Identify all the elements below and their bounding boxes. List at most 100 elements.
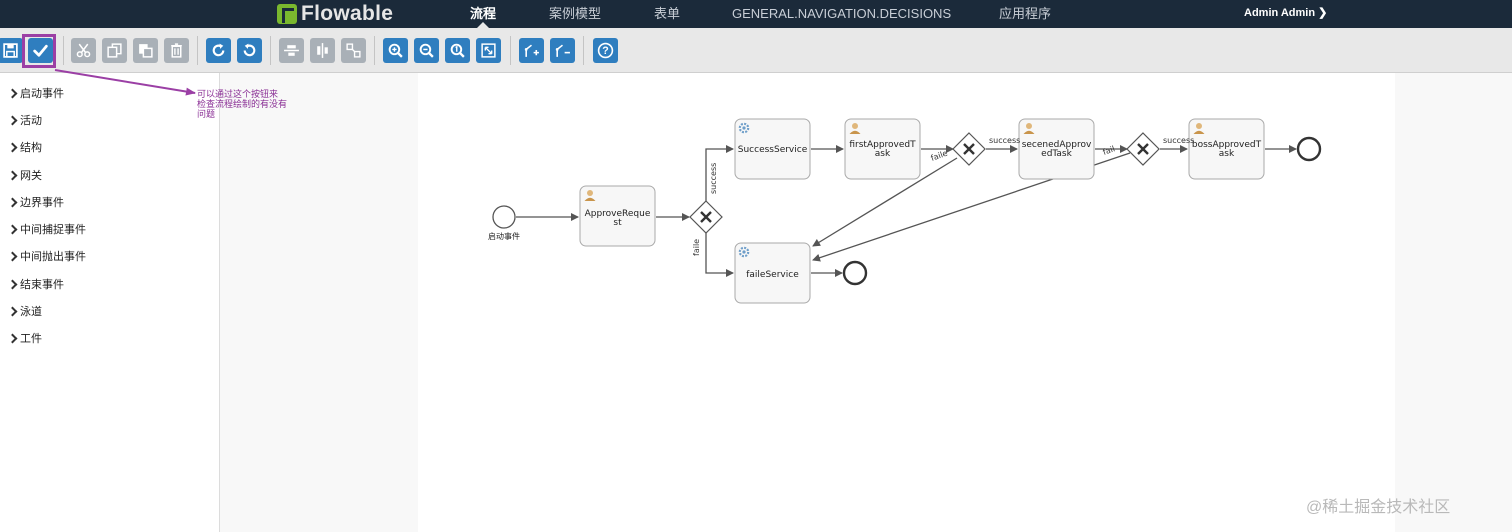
redo-icon (212, 43, 225, 57)
toolbar-separator (583, 36, 584, 65)
bend-point-remove-icon (555, 44, 570, 57)
task-label: ask (875, 149, 891, 159)
editor-toolbar: ? (0, 28, 1512, 73)
bend-point-remove-button[interactable] (550, 38, 575, 63)
palette-group-artifacts[interactable]: 工件 (7, 330, 42, 346)
task-label: secenedApprov (1022, 140, 1092, 150)
annotation-arrow (54, 69, 196, 96)
task-success-service[interactable]: SuccessService (734, 118, 811, 180)
annotation-line: 可以通过这个按钮来 (197, 90, 279, 100)
zoom-fit-button[interactable] (476, 38, 501, 63)
palette-group-gateways[interactable]: 网关 (7, 167, 42, 183)
palette-group-boundary-events[interactable]: 边界事件 (7, 194, 64, 210)
copy-button[interactable] (102, 38, 127, 63)
exclusive-gateway-1[interactable] (689, 200, 723, 234)
flow-label-faile: faile (930, 149, 949, 163)
nav-item-decisions[interactable]: GENERAL.NAVIGATION.DECISIONS (732, 6, 952, 21)
palette-group-label: 边界事件 (20, 196, 64, 209)
help-icon: ? (597, 42, 614, 59)
task-label: bossApprovedT (1192, 140, 1262, 150)
copy-icon (107, 43, 122, 58)
bend-point-add-button[interactable] (519, 38, 544, 63)
watermark: @稀土掘金技术社区 (1306, 499, 1451, 516)
nav-item-processes[interactable]: 流程 (470, 6, 497, 21)
toolbar-separator (510, 36, 511, 65)
delete-icon (171, 43, 182, 58)
palette-group-label: 结构 (20, 141, 42, 154)
start-event[interactable] (492, 205, 516, 229)
task-secened-approved[interactable]: secenedApprov edTask (1018, 118, 1095, 180)
bend-point-add-icon (524, 44, 539, 57)
align-vertical-button[interactable] (310, 38, 335, 63)
toolbar-separator (63, 36, 64, 65)
palette-group-label: 工件 (20, 332, 42, 345)
align-vertical-icon (317, 43, 328, 58)
palette-group-label: 结束事件 (20, 278, 64, 291)
flow-label-fail: fail (1102, 144, 1117, 157)
undo-icon (243, 43, 256, 57)
palette-group-label: 启动事件 (20, 87, 64, 100)
palette-group-label: 中间抛出事件 (20, 250, 86, 263)
zoom-fit-icon (481, 43, 496, 58)
exclusive-gateway-2[interactable] (952, 132, 986, 166)
cut-icon (76, 43, 91, 58)
zoom-in-icon (388, 43, 403, 58)
toolbar-separator (374, 36, 375, 65)
task-label: firstApprovedT (849, 140, 916, 150)
undo-button[interactable] (237, 38, 262, 63)
validate-button[interactable] (28, 38, 53, 63)
palette-group-end-events[interactable]: 结束事件 (7, 276, 64, 292)
zoom-out-button[interactable] (414, 38, 439, 63)
task-label: edTask (1041, 149, 1072, 159)
task-boss-approved[interactable]: bossApprovedT ask (1188, 118, 1265, 180)
align-horizontal-button[interactable] (279, 38, 304, 63)
nav-item-forms[interactable]: 表单 (654, 6, 681, 21)
help-button[interactable]: ? (593, 38, 618, 63)
cut-button[interactable] (71, 38, 96, 63)
align-horizontal-icon (284, 45, 299, 56)
task-label: SuccessService (738, 145, 808, 155)
exclusive-gateway-3[interactable] (1126, 132, 1160, 166)
annotation-line: 检查流程绘制的有没有 (197, 100, 288, 110)
palette-group-throwing-events[interactable]: 中间抛出事件 (7, 248, 86, 264)
flowable-logo[interactable]: Flowable (277, 1, 393, 27)
flow-label-success: success (989, 136, 1020, 145)
task-approve-request[interactable]: ApproveReque st (579, 185, 656, 247)
task-label: ApproveReque (585, 209, 651, 219)
palette-group-structural[interactable]: 结构 (7, 139, 42, 155)
nav-item-case-models[interactable]: 案例模型 (549, 6, 602, 21)
toolbar-separator (197, 36, 198, 65)
zoom-actual-button[interactable] (445, 38, 470, 63)
task-first-approved[interactable]: firstApprovedT ask (844, 118, 921, 180)
svg-text:?: ? (602, 45, 608, 57)
task-faile-service[interactable]: faileService (734, 242, 811, 304)
end-event-faile[interactable] (842, 260, 868, 286)
start-event-label: 启动事件 (488, 231, 520, 241)
zoom-actual-icon (450, 43, 465, 58)
nav-item-apps[interactable]: 应用程序 (999, 6, 1052, 21)
palette-group-label: 泳道 (20, 305, 42, 318)
redo-button[interactable] (206, 38, 231, 63)
toolbar-separator (270, 36, 271, 65)
task-label: ask (1219, 149, 1235, 159)
zoom-in-button[interactable] (383, 38, 408, 63)
palette-group-label: 中间捕捉事件 (20, 223, 86, 236)
end-event-success[interactable] (1296, 136, 1322, 162)
annotation-line: 问题 (197, 110, 216, 120)
palette-group-swimlanes[interactable]: 泳道 (7, 303, 42, 319)
user-menu[interactable]: Admin Admin ❯ (1244, 7, 1328, 19)
task-label: faileService (746, 270, 799, 280)
same-size-icon (346, 43, 361, 58)
same-size-button[interactable] (341, 38, 366, 63)
paste-button[interactable] (133, 38, 158, 63)
flow-gateway2-faile (812, 157, 958, 247)
save-button[interactable] (0, 38, 23, 63)
palette-group-activities[interactable]: 活动 (7, 112, 42, 128)
palette-group-catching-events[interactable]: 中间捕捉事件 (7, 221, 86, 237)
palette-group-start-events[interactable]: 启动事件 (7, 85, 64, 101)
flow-label-success: success (709, 163, 718, 194)
validate-icon (33, 44, 48, 57)
annotation-note: 可以通过这个按钮来 检查流程绘制的有没有 问题 (197, 90, 287, 120)
palette-group-label: 活动 (20, 114, 42, 127)
delete-button[interactable] (164, 38, 189, 63)
